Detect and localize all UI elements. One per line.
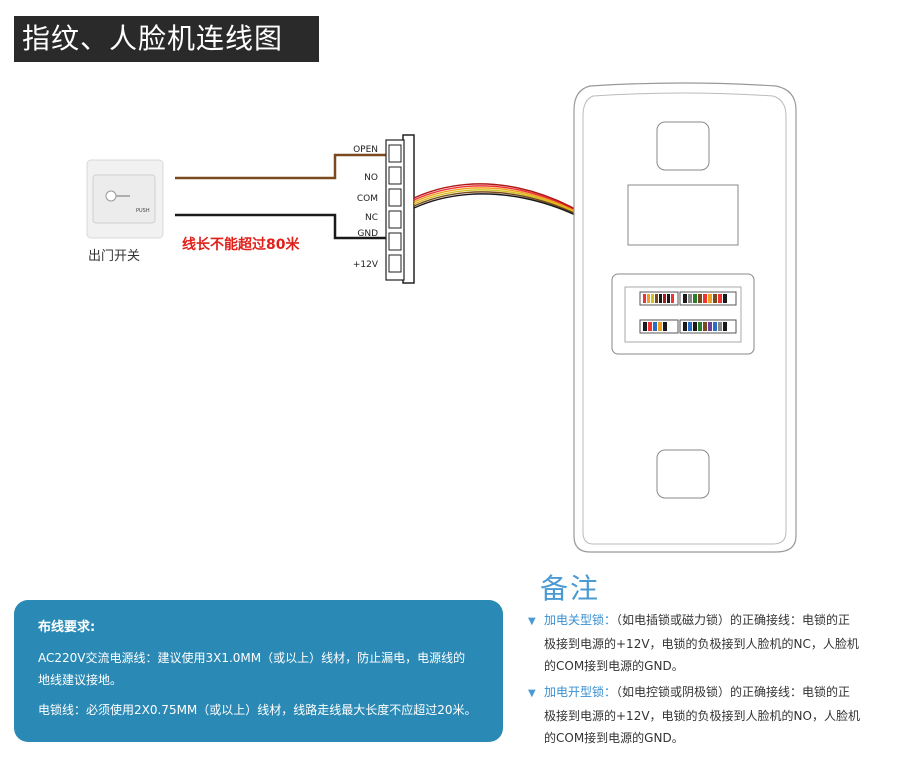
exit-switch-caption: 出门开关 bbox=[88, 249, 141, 264]
wire-black bbox=[175, 213, 403, 240]
terminal-label-com: COM bbox=[357, 194, 378, 204]
connector-headers bbox=[639, 291, 737, 334]
push-label: PUSH bbox=[136, 208, 150, 214]
exit-switch: PUSH bbox=[86, 159, 164, 239]
note-1-line-c: 的COM接到电源的GND。 bbox=[544, 659, 684, 673]
wiring-diagram: PUSH OPEN NO COM NC GND +12V bbox=[86, 82, 797, 553]
terminal-label-open: OPEN bbox=[353, 145, 378, 155]
note-2-line-a: （如电控锁或阴极锁）的正确接线：电锁的正 bbox=[616, 685, 851, 699]
terminal-label-gnd: GND bbox=[357, 229, 378, 239]
note-1-line-a: （如电插锁或磁力锁）的正确接线：电锁的正 bbox=[616, 613, 851, 627]
face-recognition-device bbox=[573, 82, 797, 553]
terminal-label-no: NO bbox=[364, 173, 378, 183]
triangle-bullet-icon: ▼ bbox=[528, 616, 536, 627]
page-title: 指纹、人脸机连线图 bbox=[14, 16, 319, 62]
wiring-requirements-box: 布线要求: AC220V交流电源线：建议使用3X1.0MM（或以上）线材，防止漏… bbox=[14, 600, 503, 742]
note-1-line-b: 极接到电源的+12V，电锁的负极接到人脸机的NC，人脸机 bbox=[544, 637, 859, 651]
terminal-label-nc: NC bbox=[365, 213, 378, 223]
note-1-head: 加电关型锁： bbox=[544, 613, 617, 627]
requirements-title: 布线要求: bbox=[38, 620, 96, 635]
note-2-line-c: 的COM接到电源的GND。 bbox=[544, 731, 684, 745]
requirement-power-line-a: AC220V交流电源线：建议使用3X1.0MM（或以上）线材，防止漏电，电源线的 bbox=[38, 651, 466, 665]
requirement-lock-line: 电锁线：必须使用2X0.75MM（或以上）线材，线路走线最大长度不应超过20米。 bbox=[38, 703, 477, 717]
triangle-bullet-icon: ▼ bbox=[528, 688, 536, 699]
requirement-power-line-b: 地线建议接地。 bbox=[38, 673, 123, 687]
wire-brown bbox=[175, 153, 403, 180]
note-2-head: 加电开型锁： bbox=[544, 685, 617, 699]
notes-title: 备注 bbox=[540, 572, 601, 605]
note-2-line-b: 极接到电源的+12V，电锁的负极接到人脸机的NO，人脸机 bbox=[544, 709, 860, 723]
terminal-label-12v: +12V bbox=[353, 260, 379, 270]
note-power-on-lock: ▼ 加电开型锁：（如电控锁或阴极锁）的正确接线：电锁的正 极接到电源的+12V，电… bbox=[528, 681, 893, 749]
terminal-block: OPEN NO COM NC GND +12V bbox=[353, 134, 415, 284]
wire-length-note: 线长不能超过80米 bbox=[182, 237, 300, 253]
note-power-off-lock: ▼ 加电关型锁：（如电插锁或磁力锁）的正确接线：电锁的正 极接到电源的+12V，电… bbox=[528, 609, 893, 677]
